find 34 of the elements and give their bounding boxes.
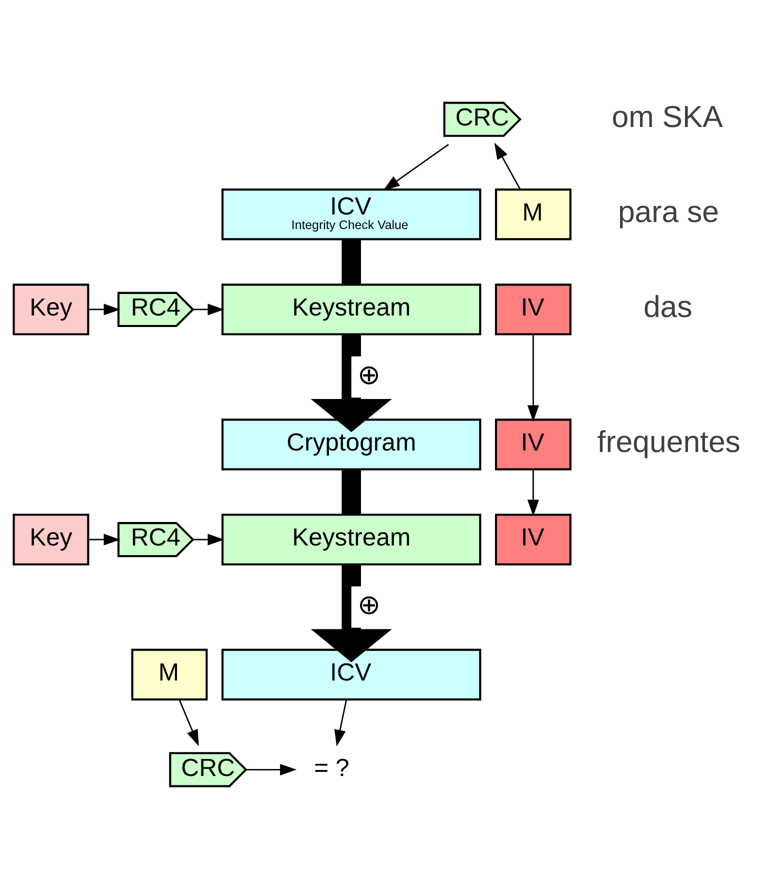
arrow (88, 533, 120, 545)
arrow (494, 142, 521, 189)
arrow (310, 334, 392, 432)
arrow (310, 564, 392, 662)
arrow (334, 699, 348, 746)
arrow (178, 699, 199, 746)
node-box: Keystream (221, 283, 482, 335)
label: om SKA (612, 100, 723, 134)
node-box: M (494, 188, 572, 240)
node-box: IV (494, 513, 572, 565)
node-text: = ? (314, 754, 350, 782)
node-box: Keystream (221, 513, 482, 565)
node-box: M (131, 648, 208, 700)
arrow (383, 143, 449, 190)
node-box: Key (12, 283, 90, 335)
label: para se (618, 196, 720, 229)
connector (342, 469, 361, 514)
label: frequentes (597, 426, 740, 459)
node-box: Key (12, 513, 90, 565)
arrow (527, 334, 540, 422)
node-box: ICV (221, 648, 482, 700)
edge-label: ⊕ (358, 588, 381, 620)
node-box: ICV Integrity Check Value (221, 188, 482, 240)
arrow (527, 469, 540, 516)
node-box: IV (494, 418, 572, 470)
arrow (88, 303, 120, 315)
arrow (193, 533, 224, 545)
node-box: Cryptogram (221, 418, 482, 470)
arrow (193, 303, 224, 315)
arrow (246, 763, 297, 775)
edge-label: ⊕ (358, 358, 381, 390)
connector (342, 239, 361, 284)
label: das (643, 290, 692, 324)
node-box: IV (494, 283, 572, 335)
